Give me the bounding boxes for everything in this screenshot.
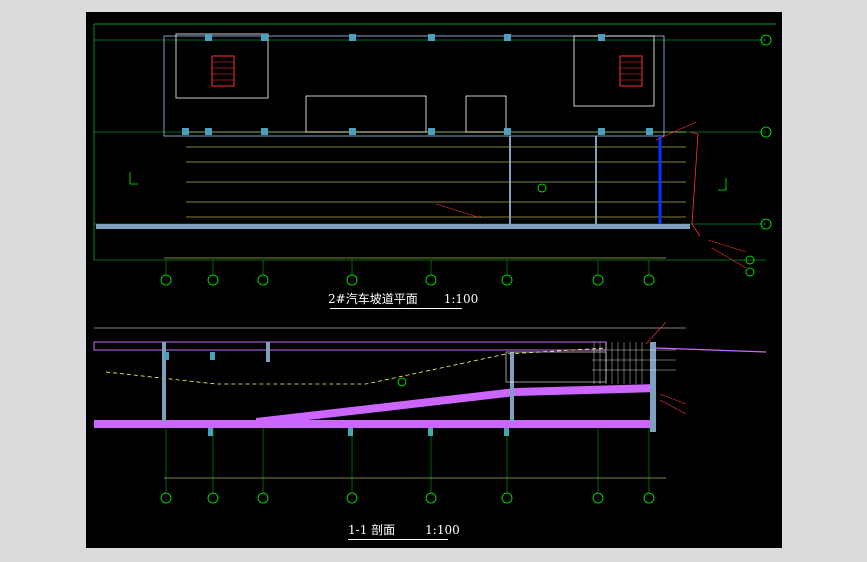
- plan-title-underline: [330, 308, 462, 309]
- section-title-underline: [348, 539, 448, 540]
- section-title-text: 1-1 剖面: [348, 523, 396, 537]
- plan-title-text: 2#汽车坡道平面: [328, 292, 418, 306]
- plan-view: [93, 23, 776, 286]
- section-scale: 1:100: [425, 523, 460, 537]
- plan-scale: 1:100: [443, 292, 479, 306]
- drawing-canvas: 2#汽车坡道平面 1:100 1-1 剖面 1:100: [86, 12, 782, 548]
- section-title: 1-1 剖面 1:100: [348, 521, 460, 538]
- cad-drawing: [93, 23, 776, 504]
- plan-title: 2#汽车坡道平面 1:100: [328, 290, 478, 307]
- section-view: [93, 321, 767, 504]
